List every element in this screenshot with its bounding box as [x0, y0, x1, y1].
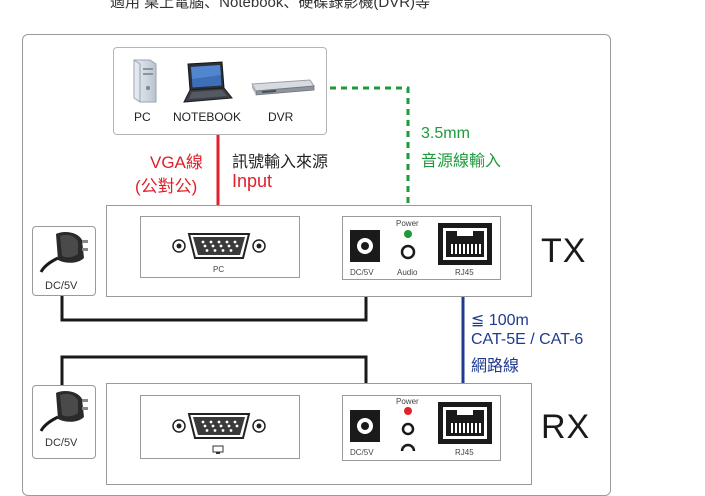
cable-type-label: CAT-5E / CAT-6	[471, 331, 584, 348]
dvr-icon	[251, 79, 315, 96]
tx-unit-label: TX	[541, 232, 587, 270]
tx-audio-port-label: Audio	[397, 268, 418, 277]
laptop-icon	[183, 61, 233, 103]
tx-dc-jack-icon	[350, 230, 380, 262]
rx-power-led-icon	[404, 407, 412, 415]
device-label-dvr: DVR	[268, 110, 294, 124]
tx-dc-port-label: DC/5V	[350, 268, 374, 277]
tx-rj45-port-label: RJ45	[455, 268, 474, 277]
rx-rj45-port-icon	[438, 402, 492, 444]
rx-headphone-icon	[400, 443, 416, 452]
tx-audio-jack-icon	[400, 230, 416, 260]
tx-power-line	[60, 285, 368, 322]
audio-size-label: 3.5mm	[421, 125, 470, 142]
rx-dc-port-label: DC/5V	[350, 448, 374, 457]
vga-cable-sublabel: (公對公)	[135, 177, 198, 196]
rx-rj45-port-label: RJ45	[455, 448, 474, 457]
signal-source-label: 訊號輸入來源	[232, 154, 329, 171]
tx-power-label: Power	[396, 219, 419, 228]
tx-rj45-port-icon	[438, 223, 492, 265]
rx-power-label: Power	[396, 397, 419, 406]
rx-monitor-icon	[212, 445, 224, 454]
rx-power-adapter-icon	[39, 391, 88, 432]
audio-cable-line	[330, 86, 410, 225]
tx-power-adapter-label: DC/5V	[45, 280, 78, 292]
rx-indicator-icons	[400, 407, 416, 452]
cable-name-label: 網路線	[471, 358, 520, 375]
rx-unit-label: RX	[541, 408, 591, 446]
rx-vga-port-icon	[172, 413, 266, 439]
top-caption: 適用 桌上電腦、Notebook、硬碟錄影機(DVR)等	[110, 0, 431, 11]
cable-length-label: ≦ 100m	[471, 312, 529, 329]
tx-vga-port-icon	[172, 233, 266, 259]
tx-pc-port-label: PC	[213, 265, 225, 274]
vga-cable-label: VGA線	[150, 153, 203, 172]
pc-tower-icon	[133, 59, 157, 103]
rx-power-line	[60, 355, 368, 392]
rx-dc-jack-icon	[350, 410, 380, 442]
tx-power-adapter-icon	[39, 232, 88, 273]
device-label-notebook: NOTEBOOK	[173, 110, 242, 124]
rx-power-adapter-label: DC/5V	[45, 437, 78, 449]
audio-input-label: 音源線輸入	[421, 153, 502, 170]
device-label-pc: PC	[134, 110, 151, 124]
signal-input-label: Input	[232, 171, 273, 191]
